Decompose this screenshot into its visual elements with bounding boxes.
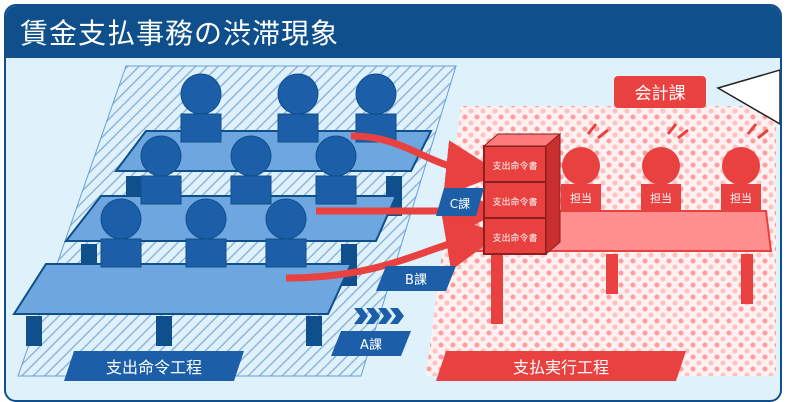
stress-marks xyxy=(586,123,769,140)
flow-arrow-1 xyxy=(350,132,502,196)
chevron-icons xyxy=(354,308,404,324)
worker-left-2 xyxy=(277,73,319,143)
document-stack xyxy=(482,132,562,256)
speech-bubble-pointer xyxy=(716,69,780,125)
document-box-label-1: 支出命令書 xyxy=(492,160,537,172)
left-workers xyxy=(100,73,397,268)
conveyor-bottom xyxy=(12,263,353,346)
worker-right-label-2: 担当 xyxy=(650,191,672,205)
worker-right-label-3: 担当 xyxy=(730,191,752,205)
worker-left-6 xyxy=(315,135,357,205)
diagram-frame: 賃金支払事務の渋滞現象 xyxy=(4,4,782,402)
stage-label-right: 支払実行工程 xyxy=(513,358,609,377)
document-box-label-2: 支出命令書 xyxy=(492,196,537,208)
title-bar: 賃金支払事務の渋滞現象 xyxy=(6,6,780,58)
stage-label-left: 支出命令工程 xyxy=(106,358,202,377)
illustration: 会計課 C課 B課 A課 支出命令書 支出命令書 支出命令書 担当 担当 担当 … xyxy=(12,65,780,381)
badge-bg xyxy=(614,76,706,108)
worker-left-7 xyxy=(100,198,142,268)
document-box-label-3: 支出命令書 xyxy=(492,232,537,244)
conveyor-tag-a: A課 xyxy=(360,337,382,353)
diagram-title: 賃金支払事務の渋滞現象 xyxy=(20,17,340,50)
conveyor-tag-c: C課 xyxy=(450,196,470,211)
worker-left-8 xyxy=(185,198,227,268)
document-box-1 xyxy=(483,145,547,183)
worker-left-5 xyxy=(230,135,272,205)
worker-right-1 xyxy=(561,147,601,210)
worker-left-3 xyxy=(355,73,397,143)
worker-left-4 xyxy=(140,135,182,205)
worker-left-9 xyxy=(265,198,307,268)
worker-right-2 xyxy=(641,147,681,210)
worker-right-label-1: 担当 xyxy=(570,191,592,205)
badge-label: 会計課 xyxy=(635,84,686,104)
document-box-3 xyxy=(483,217,547,255)
conveyor-tag-b: B課 xyxy=(405,272,427,288)
right-workers xyxy=(561,123,769,210)
worker-left-1 xyxy=(180,73,222,143)
flow-arrow-3 xyxy=(285,215,502,282)
worker-right-3 xyxy=(721,147,761,210)
